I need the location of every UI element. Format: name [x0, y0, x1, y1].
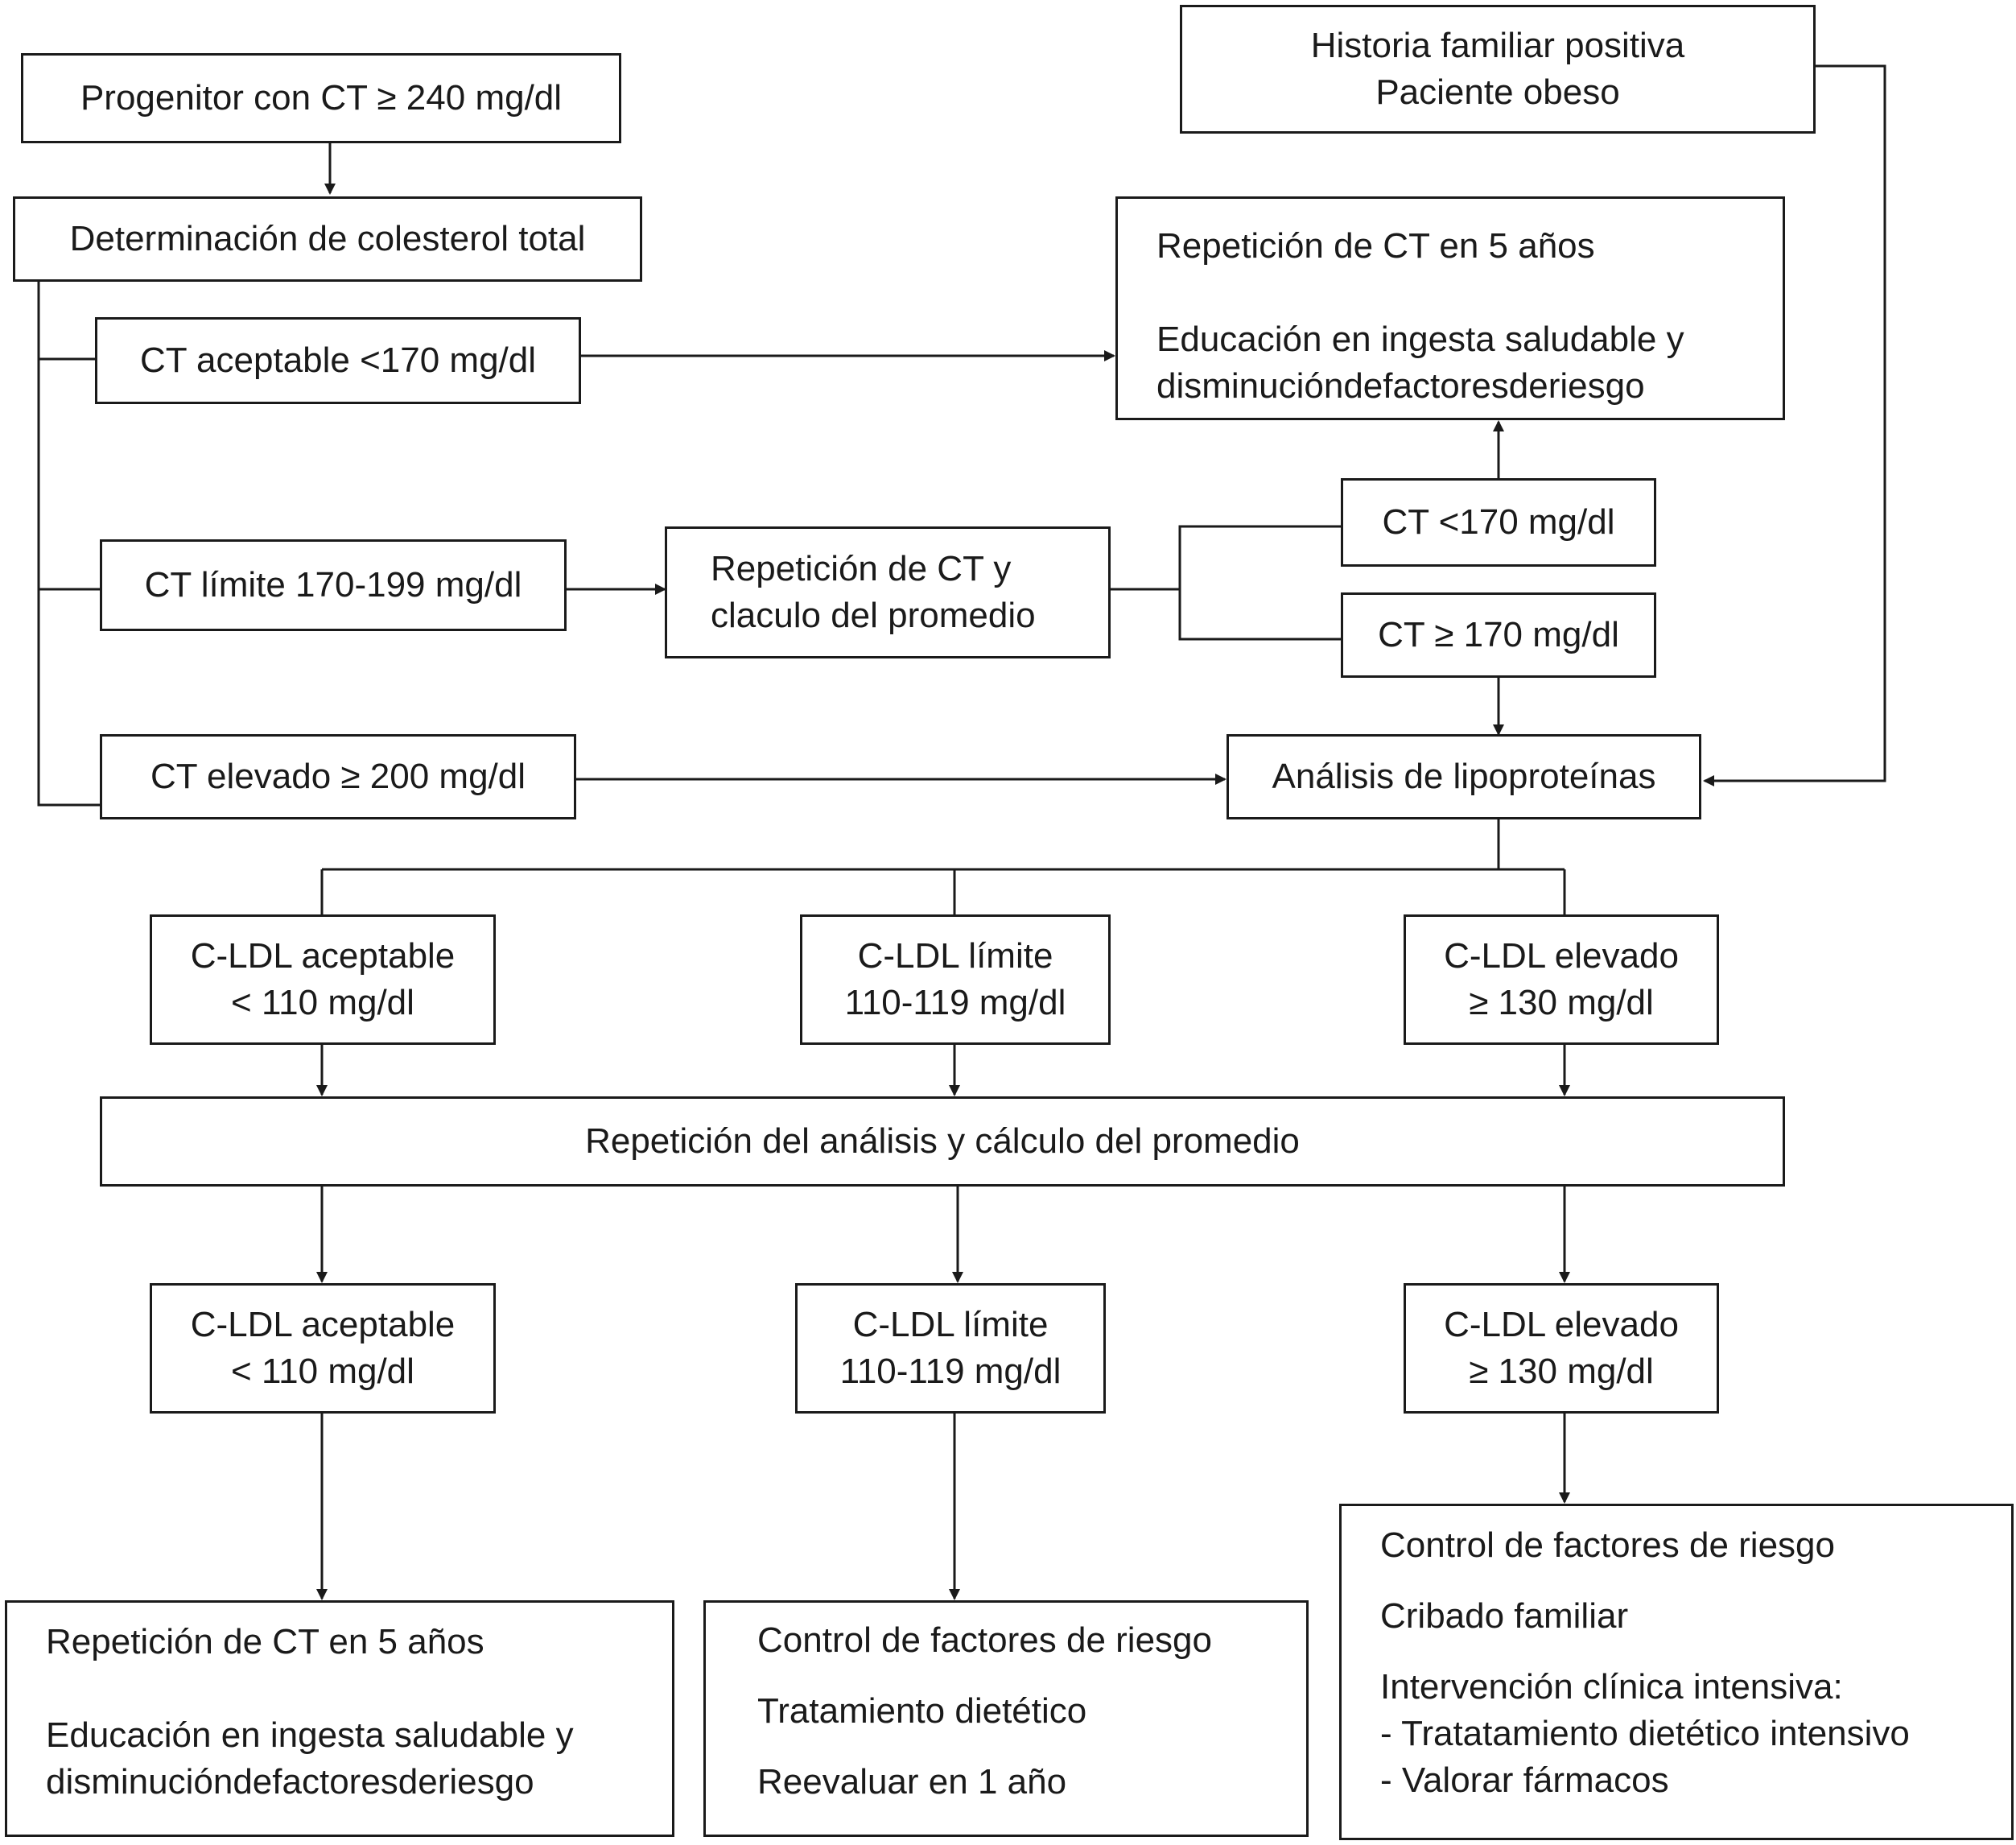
node-ct-limite-text: CT límite 170-199 mg/dl	[144, 565, 522, 605]
node-analisis-lipoproteinas: Análisis de lipoproteínas	[1227, 734, 1701, 819]
node-cldl-aceptable-1: C-LDL aceptable < 110 mg/dl	[150, 914, 496, 1045]
node-progenitor: Progenitor con CT ≥ 240 mg/dl	[21, 53, 621, 143]
node-ct-aceptable-text: CT aceptable <170 mg/dl	[139, 341, 537, 380]
node-cldl-limite-2-text-2: 110-119 mg/dl	[839, 1352, 1062, 1391]
arrow-historia-analisis	[1703, 64, 1886, 786]
node-result-elevado-text-3: Intervención clínica intensiva:	[1380, 1667, 1843, 1707]
node-result-elevado-text-4: - Tratatamiento dietético intensivo	[1380, 1714, 1910, 1753]
node-result-limite: Control de factores de riesgo Tratamient…	[703, 1600, 1309, 1837]
node-ct-limite: CT límite 170-199 mg/dl	[100, 539, 567, 631]
node-result-limite-text-3: Reevaluar en 1 año	[757, 1762, 1067, 1802]
node-repeticion-analisis: Repetición del análisis y cálculo del pr…	[100, 1096, 1785, 1187]
node-ct-elevado-text: CT elevado ≥ 200 mg/dl	[150, 757, 526, 796]
node-cldl-limite-1-text-2: 110-119 mg/dl	[844, 983, 1066, 1022]
node-cldl-elevado-1-text-1: C-LDL elevado	[1444, 936, 1679, 976]
fork-promedio	[1178, 525, 1341, 641]
node-result-elevado-text-5: - Valorar fármacos	[1380, 1760, 1669, 1800]
node-cldl-aceptable-1-text-2: < 110 mg/dl	[231, 983, 414, 1022]
node-cldl-aceptable-1-text-1: C-LDL aceptable	[190, 936, 456, 976]
node-result-limite-text-2: Tratamiento dietético	[757, 1691, 1087, 1731]
node-cldl-limite-1-text-1: C-LDL límite	[857, 936, 1053, 976]
node-repeticion-promedio-text-2: claculo del promedio	[711, 596, 1036, 635]
node-determinacion: Determinación de colesterol total	[13, 196, 642, 282]
node-result-limite-text-1: Control de factores de riesgo	[757, 1620, 1212, 1660]
node-ct-elevado: CT elevado ≥ 200 mg/dl	[100, 734, 576, 819]
node-repeticion-promedio: Repetición de CT y claculo del promedio	[665, 526, 1111, 658]
node-ct-ge170: CT ≥ 170 mg/dl	[1341, 592, 1656, 678]
node-historia-familiar: Historia familiar positiva Paciente obes…	[1180, 5, 1816, 134]
node-cldl-elevado-1: C-LDL elevado ≥ 130 mg/dl	[1404, 914, 1719, 1045]
node-ct-lt170: CT <170 mg/dl	[1341, 478, 1656, 567]
node-cldl-elevado-2-text-1: C-LDL elevado	[1444, 1305, 1679, 1344]
node-cldl-elevado-1-text-2: ≥ 130 mg/dl	[1469, 983, 1654, 1022]
node-cldl-limite-2-text-1: C-LDL límite	[852, 1305, 1049, 1344]
node-ct-aceptable: CT aceptable <170 mg/dl	[95, 317, 581, 404]
node-repeticion-ct-5: Repetición de CT en 5 años Educación en …	[1115, 196, 1785, 420]
node-cldl-limite-2: C-LDL límite 110-119 mg/dl	[795, 1283, 1106, 1414]
node-repeticion-analisis-text: Repetición del análisis y cálculo del pr…	[585, 1121, 1300, 1161]
node-result-elevado-text-2: Cribado familiar	[1380, 1596, 1629, 1636]
bracket-determinacion	[37, 282, 100, 807]
node-cldl-aceptable-2-text-1: C-LDL aceptable	[190, 1305, 456, 1344]
node-result-aceptable-text-1: Repetición de CT en 5 años	[46, 1622, 484, 1661]
node-progenitor-text: Progenitor con CT ≥ 240 mg/dl	[80, 78, 563, 118]
node-cldl-elevado-2: C-LDL elevado ≥ 130 mg/dl	[1404, 1283, 1719, 1414]
node-result-aceptable-text-3: disminucióndefactoresderiesgo	[46, 1762, 534, 1802]
node-determinacion-text: Determinación de colesterol total	[69, 219, 586, 258]
node-cldl-aceptable-2-text-2: < 110 mg/dl	[231, 1352, 414, 1391]
node-educacion-text-2: disminucióndefactoresderiesgo	[1156, 366, 1645, 406]
node-result-elevado-text-1: Control de factores de riesgo	[1380, 1525, 1835, 1565]
node-repeticion-ct-5-text: Repetición de CT en 5 años	[1156, 226, 1595, 266]
node-result-elevado: Control de factores de riesgo Cribado fa…	[1339, 1504, 2014, 1840]
node-ct-ge170-text: CT ≥ 170 mg/dl	[1378, 615, 1619, 654]
node-result-aceptable-text-2: Educación en ingesta saludable y	[46, 1715, 574, 1755]
node-cldl-limite-1: C-LDL límite 110-119 mg/dl	[800, 914, 1111, 1045]
node-cldl-aceptable-2: C-LDL aceptable < 110 mg/dl	[150, 1283, 496, 1414]
node-cldl-elevado-2-text-2: ≥ 130 mg/dl	[1469, 1352, 1654, 1391]
node-historia-text-2: Paciente obeso	[1375, 72, 1620, 112]
node-result-aceptable: Repetición de CT en 5 años Educación en …	[5, 1600, 674, 1837]
node-historia-text-1: Historia familiar positiva	[1310, 26, 1685, 65]
node-analisis-lipoproteinas-text: Análisis de lipoproteínas	[1272, 757, 1656, 796]
node-educacion-text-1: Educación en ingesta saludable y	[1156, 320, 1684, 359]
node-ct-lt170-text: CT <170 mg/dl	[1382, 502, 1615, 542]
node-repeticion-promedio-text-1: Repetición de CT y	[711, 549, 1012, 588]
